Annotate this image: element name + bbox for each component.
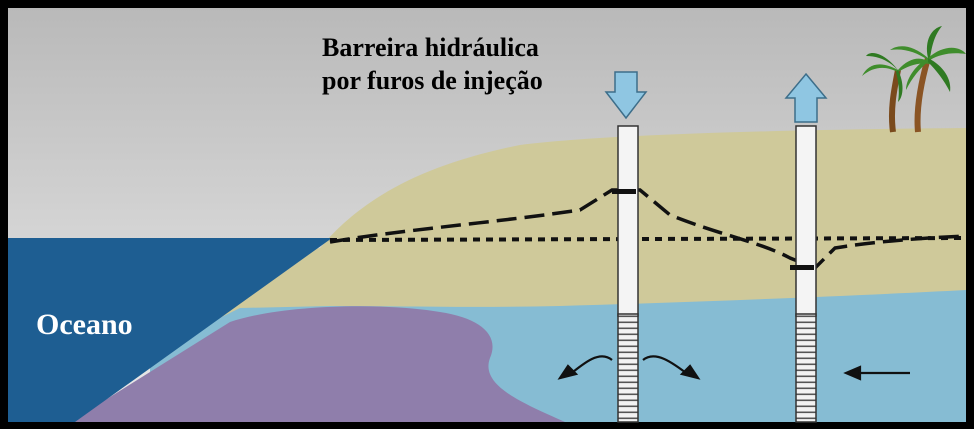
injection-arrow-icon: [604, 71, 648, 120]
diagram-title-line-2: por furos de injeção: [322, 66, 543, 95]
ocean: [8, 238, 332, 422]
sand-aquifer: [8, 128, 966, 422]
extraction-water-level-mark: [790, 265, 814, 270]
extraction-well: [790, 125, 817, 423]
flow-arrow-icon: [557, 355, 910, 381]
injection-well-screen: [617, 313, 639, 423]
extraction-well-screen: [795, 313, 817, 423]
clay-layer: [70, 306, 565, 422]
palm-tree-icon: [862, 26, 966, 133]
injection-well: [612, 125, 639, 423]
original-water-table: [329, 236, 967, 242]
injection-water-level-mark: [612, 189, 636, 194]
modified-water-table: [329, 188, 967, 271]
diagram-title-line-1: Barreira hidráulica: [322, 33, 539, 62]
extraction-arrow-icon: [784, 72, 828, 123]
ocean-label: Oceano: [36, 308, 133, 341]
